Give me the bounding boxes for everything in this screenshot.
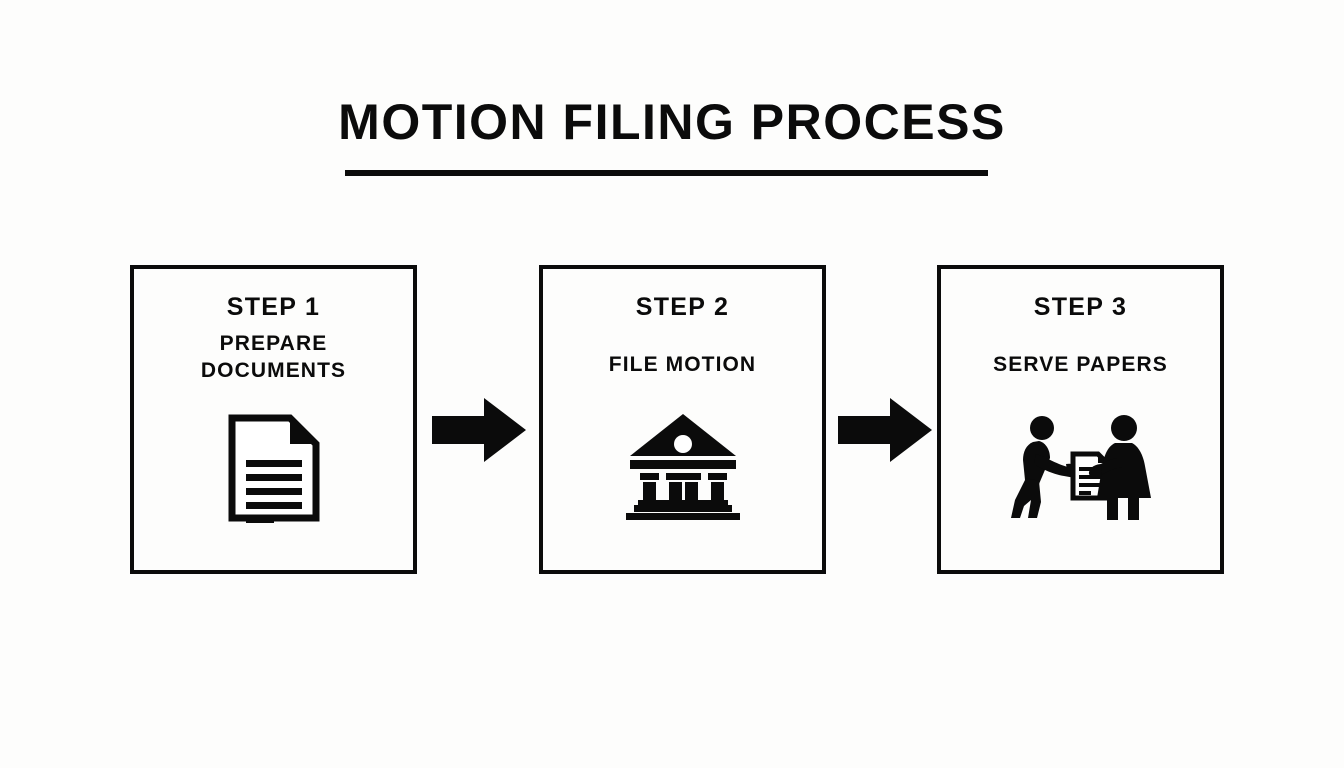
title-underline-rule [345,170,988,176]
arrow-right-icon [838,398,932,467]
step-2-label: FILE MOTION [543,352,822,379]
step-2-label-line-1: FILE MOTION [608,353,757,376]
title-block: MOTION FILING PROCESS [0,96,1344,149]
step-1-label-line-1: PREPARE [219,332,328,355]
step-1-label: PREPARE DOCUMENTS [134,331,413,385]
document-icon [226,412,322,529]
step-1-label-line-2: DOCUMENTS [200,358,347,382]
step-3-label: SERVE PAPERS [941,352,1220,379]
arrow-right-icon [432,398,526,467]
document-handoff-icon [1006,414,1156,527]
step-1-heading: STEP 1 [226,293,321,321]
courthouse-icon [624,412,742,525]
step-card-2[interactable]: STEP 2 FILE MOTION [539,265,826,574]
step-card-1[interactable]: STEP 1 PREPARE DOCUMENTS [130,265,417,574]
step-3-label-line-1: SERVE PAPERS [993,353,1168,376]
step-card-3[interactable]: STEP 3 SERVE PAPERS [937,265,1224,574]
page-title: MOTION FILING PROCESS [338,94,1006,150]
step-3-heading: STEP 3 [1033,293,1128,321]
step-2-heading: STEP 2 [635,293,730,321]
